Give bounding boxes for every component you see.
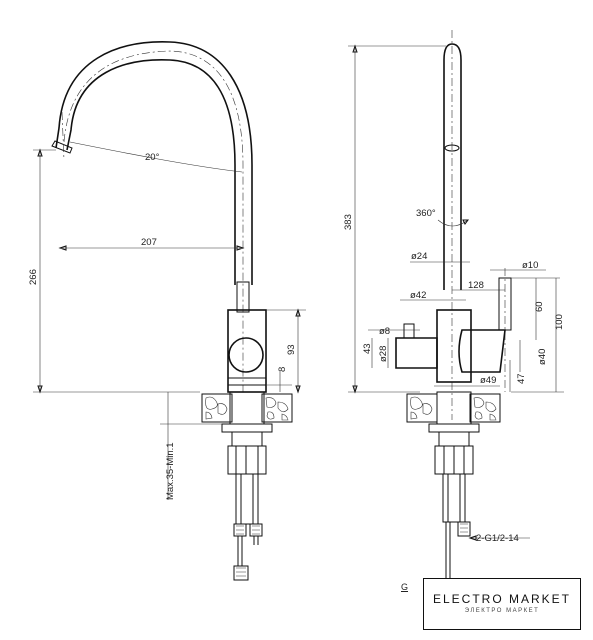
lower-pipe-diameter-label: ø40 (537, 349, 548, 365)
countertop-section-right (406, 393, 501, 423)
lever-height-label: 43 (362, 343, 373, 354)
rotation-label: 360° (416, 208, 436, 219)
brand-mark-letter: G (401, 582, 409, 592)
upper-height-label: 60 (534, 301, 545, 312)
side-pipe-diameter-label: ø10 (522, 260, 538, 271)
body-diameter-label: ø42 (410, 290, 426, 301)
height-label: 266 (28, 269, 39, 285)
reach-label: 207 (141, 237, 157, 248)
base-height-label: 47 (516, 373, 527, 384)
base-diameter-label: ø49 (480, 375, 496, 386)
left-view: 20° 207 266 93 8 (28, 41, 306, 581)
total-height-label: 383 (343, 214, 354, 230)
brand-logo: ELECTRO MARKET ЭЛЕКТРО МАРКЕТ (423, 578, 581, 630)
body-height-label: 93 (286, 344, 297, 355)
brand-tagline: ЭЛЕКТРО МАРКЕТ (464, 608, 540, 614)
countertop-section-left (201, 393, 293, 423)
spout-angle-label: 20° (145, 152, 160, 163)
brand-name: ELECTRO MARKET (432, 592, 571, 606)
lever-diameter-label: ø8 (379, 326, 390, 337)
lever-dia2-label: ø28 (378, 346, 389, 362)
side-offset-label: 128 (468, 280, 484, 291)
right-view: 383 360° ø24 ø10 128 ø42 60 100 (343, 30, 565, 590)
base-offset-label: 8 (277, 367, 288, 372)
connection-label: 2-G1/2-14 (476, 533, 519, 544)
side-height-label: 100 (554, 314, 565, 330)
mount-thickness-label: Max.35-Min.1 (165, 442, 176, 500)
spout-diameter-label: ø24 (411, 251, 427, 262)
